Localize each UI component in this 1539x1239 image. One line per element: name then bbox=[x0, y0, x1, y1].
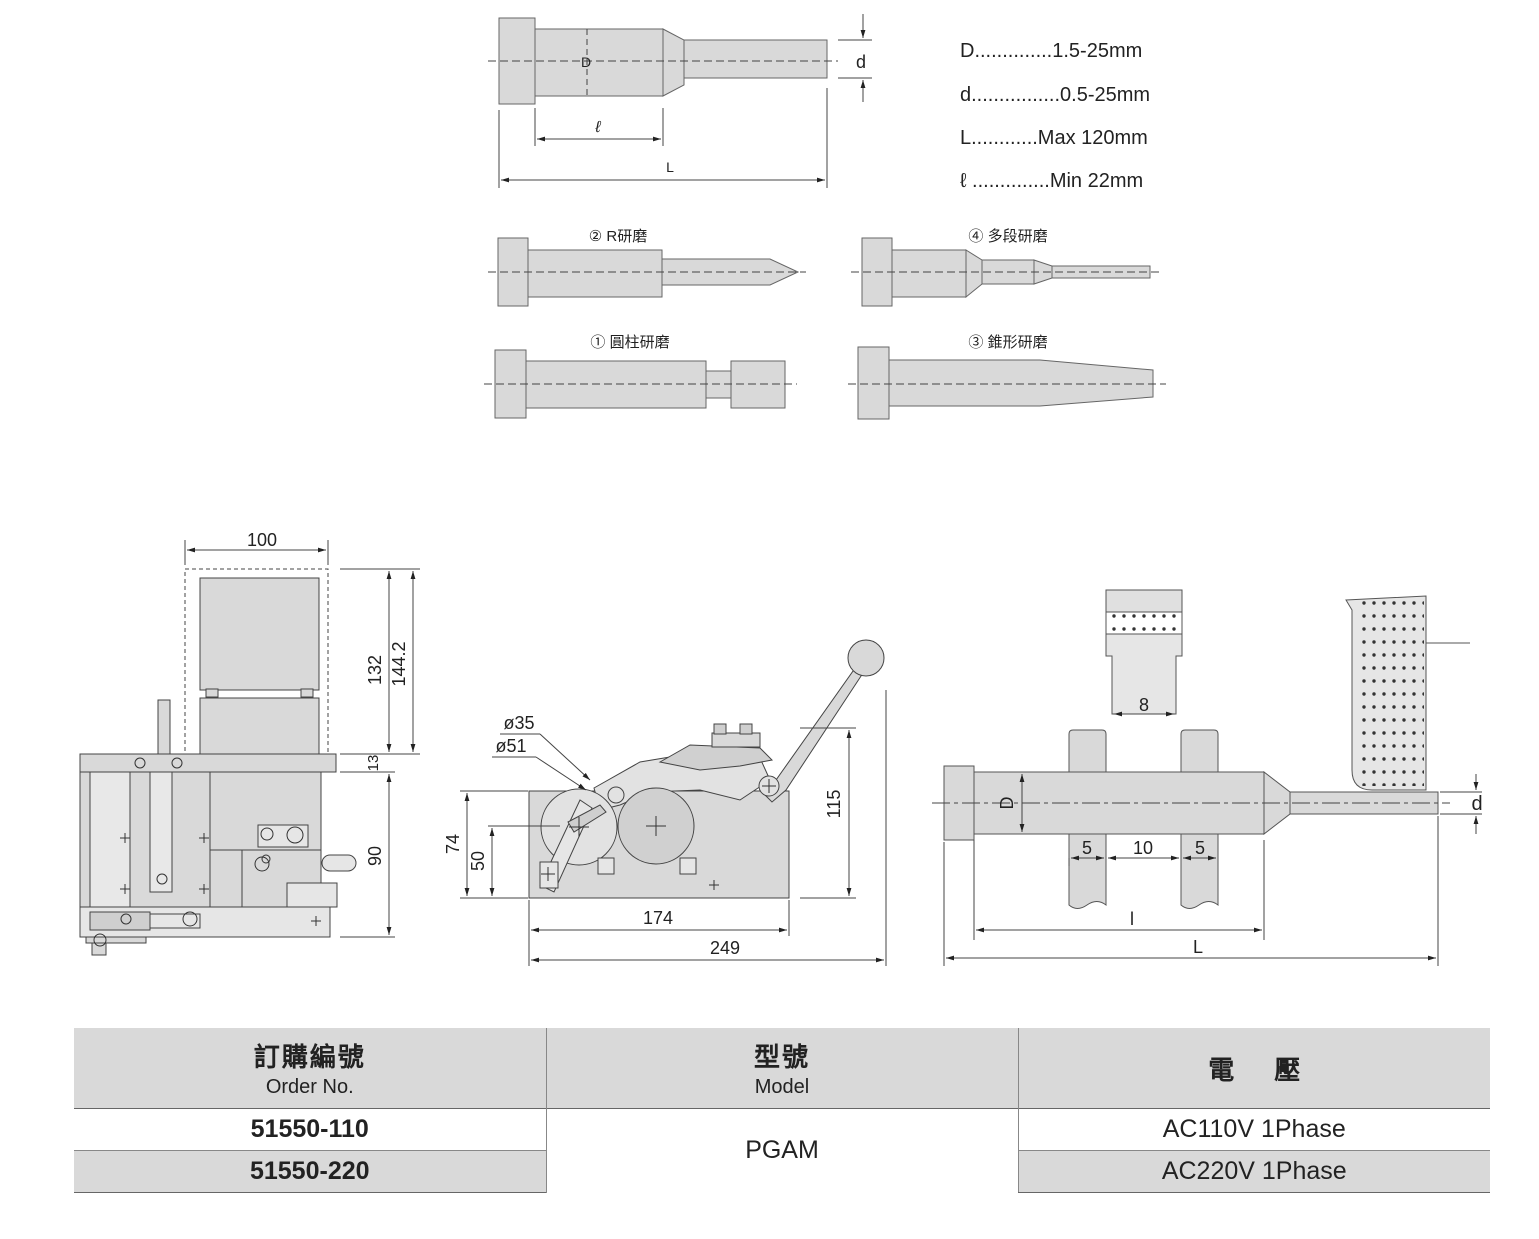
dim-label-d: d bbox=[1471, 793, 1482, 815]
spec-l: ℓ ..............Min 22mm bbox=[960, 170, 1144, 192]
dim-height-115: 115 bbox=[824, 790, 844, 819]
dim-dia-51: ø51 bbox=[495, 736, 526, 756]
taper-grind-label: ③ 錐形研磨 bbox=[968, 334, 1047, 351]
cylinder-grind-label: ① 圓柱研磨 bbox=[590, 334, 669, 351]
header-model-cn: 型號 bbox=[753, 1043, 810, 1073]
side-view-machine bbox=[528, 639, 885, 899]
dim-width-5-right: 5 bbox=[1195, 838, 1205, 858]
dim-height-50: 50 bbox=[468, 851, 488, 871]
dim-label-D: D bbox=[997, 797, 1017, 810]
punch-diagram bbox=[498, 17, 828, 105]
detail-view bbox=[943, 589, 1470, 909]
order-table: 訂購編號 Order No. 型號 Model 電壓 51550-110 PGA… bbox=[74, 1028, 1490, 1193]
table-row: 51550-110 PGAM AC110V 1Phase bbox=[74, 1108, 1490, 1193]
header-order-no: 訂購編號 Order No. bbox=[74, 1028, 546, 1109]
header-voltage: 電壓 bbox=[1017, 1028, 1490, 1109]
punch-label-D: D bbox=[581, 54, 591, 70]
spec-L: L............Max 120mm bbox=[960, 127, 1148, 149]
dim-label-L: L bbox=[1193, 937, 1203, 957]
dim-width-174: 174 bbox=[643, 908, 673, 928]
model-cell: PGAM bbox=[545, 1108, 1018, 1193]
dim-width-8: 8 bbox=[1139, 695, 1149, 715]
dim-width-249: 249 bbox=[710, 938, 740, 958]
punch-label-d: d bbox=[856, 52, 866, 72]
r-grind-label: ② R研磨 bbox=[589, 228, 647, 245]
header-model-en: Model bbox=[754, 1076, 810, 1098]
dim-dia-35: ø35 bbox=[503, 713, 534, 733]
dim-height-132: 132 bbox=[365, 655, 385, 685]
spec-D: D..............1.5-25mm bbox=[960, 40, 1143, 62]
dim-width-10: 10 bbox=[1133, 838, 1153, 858]
dim-height-90: 90 bbox=[365, 846, 385, 866]
header-order-en: Order No. bbox=[265, 1076, 354, 1098]
header-order-cn: 訂購編號 bbox=[253, 1043, 366, 1073]
header-model: 型號 Model bbox=[545, 1028, 1018, 1109]
multi-grind-label: ④ 多段研磨 bbox=[968, 228, 1047, 245]
front-view-machine bbox=[79, 568, 357, 956]
header-voltage-cn: 電壓 bbox=[1208, 1055, 1341, 1086]
order-no-cell: 51550-220 bbox=[74, 1150, 546, 1193]
dim-height-13: 13 bbox=[365, 755, 382, 772]
voltage-cell: AC220V 1Phase bbox=[1017, 1150, 1490, 1193]
dim-label-l: l bbox=[1130, 909, 1134, 929]
dim-height-74: 74 bbox=[443, 834, 463, 854]
dim-height-144: 144.2 bbox=[389, 641, 409, 686]
voltage-cell: AC110V 1Phase bbox=[1017, 1108, 1490, 1151]
punch-label-L: L bbox=[666, 159, 674, 175]
dim-width-100: 100 bbox=[247, 530, 277, 550]
order-no-cell: 51550-110 bbox=[74, 1108, 546, 1151]
table-row: 51550-220 AC220V 1Phase bbox=[74, 1150, 1490, 1193]
spec-d: d................0.5-25mm bbox=[960, 84, 1151, 106]
dim-width-5-left: 5 bbox=[1082, 838, 1092, 858]
punch-label-l: ℓ bbox=[594, 119, 601, 136]
taper-grind-pin bbox=[857, 346, 1154, 420]
